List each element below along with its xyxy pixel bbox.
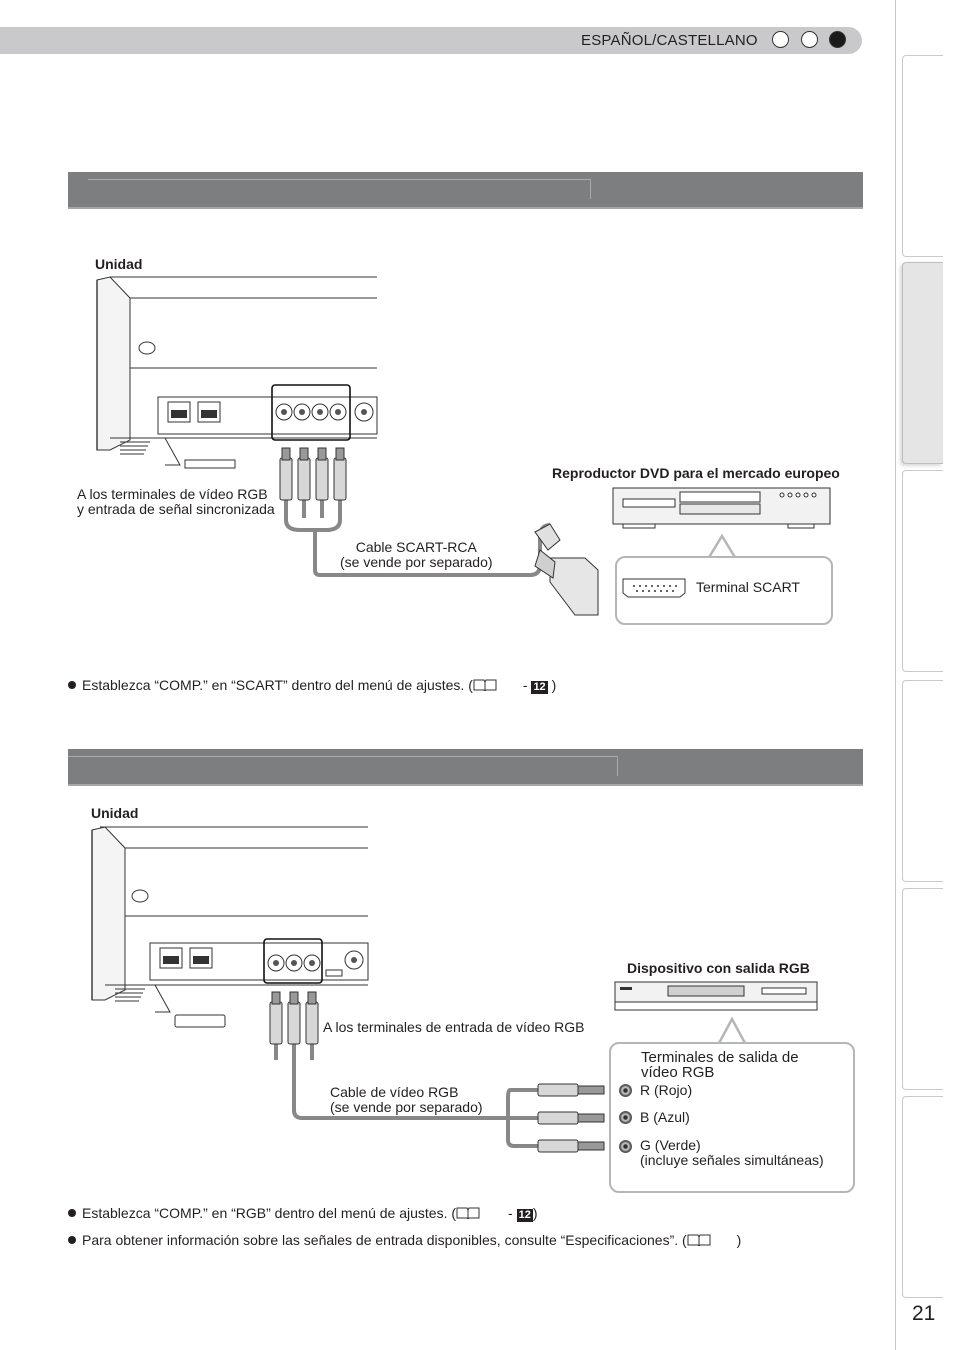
rgb-outputs-title: Terminales de salida de vídeo RGB [641, 1049, 799, 1081]
rgb-input-label: A los terminales de entrada de vídeo RGB [323, 1019, 585, 1035]
connection-diagram-rgb [91, 826, 605, 1153]
rgb-device-label: Dispositivo con salida RGB [627, 960, 810, 976]
note-close: ) [736, 1232, 742, 1248]
section-1-title-bar [68, 172, 863, 209]
page-ref-badge[interactable]: 12 [516, 1209, 533, 1222]
note-dash: - [508, 1205, 513, 1221]
callout-pointer-1 [706, 533, 738, 560]
rgb-device-illustration [614, 981, 818, 1011]
dvd-player-label: Reproductor DVD para el mercado europeo [552, 465, 840, 481]
rgb-jack-icon [619, 1111, 632, 1124]
rgb-outputs-callout [609, 1042, 855, 1193]
unit-label-2: Unidad [91, 805, 139, 821]
book-icon [687, 1234, 711, 1246]
rgb-setting-note: Establezca “COMP.” en “RGB” dentro del m… [68, 1205, 538, 1222]
language-label: ESPAÑOL/CASTELLANO [581, 32, 758, 49]
side-tab-1 [902, 55, 943, 257]
page-ref-badge[interactable]: 12 [531, 681, 548, 694]
note-text: Para obtener información sobre las señal… [82, 1232, 687, 1248]
side-tab-6 [902, 1096, 943, 1298]
bullet-icon [68, 1209, 76, 1217]
language-indicator-2 [801, 31, 818, 48]
rca-plug-icon [269, 991, 605, 1153]
side-tab-3 [902, 470, 943, 672]
scart-plug-icon [534, 523, 599, 616]
header-band [0, 27, 862, 54]
specs-note: Para obtener información sobre las señal… [68, 1232, 741, 1248]
note-close: ) [551, 677, 557, 693]
book-icon [456, 1207, 480, 1219]
side-tab-2-active [902, 262, 943, 464]
side-tab-4 [902, 680, 943, 882]
rgb-output-b: B (Azul) [640, 1109, 690, 1125]
language-indicator-3-active [829, 31, 846, 48]
scart-setting-note: Establezca “COMP.” en “SCART” dentro del… [68, 677, 556, 694]
bullet-icon [68, 1236, 76, 1244]
scart-terminal-icon [622, 578, 686, 598]
note-text: Establezca “COMP.” en “SCART” dentro del… [82, 677, 473, 693]
note-dash: - [522, 677, 528, 693]
section-2-title-bar [68, 749, 863, 786]
callout-pointer-2 [716, 1017, 748, 1046]
note-text: Establezca “COMP.” en “RGB” dentro del m… [82, 1205, 457, 1221]
bullet-icon [68, 681, 76, 689]
side-tab-5 [902, 888, 943, 1090]
rgb-output-r: R (Rojo) [640, 1082, 693, 1098]
scart-cable-label: Cable SCART-RCA (se vende por separado) [340, 539, 493, 570]
rgb-jack-icon [619, 1084, 632, 1097]
scart-terminal-label: Terminal SCART [696, 579, 800, 595]
page-number: 21 [912, 1302, 936, 1325]
connection-diagram-scart [96, 276, 831, 616]
rgb-jack-icon [619, 1140, 632, 1153]
rca-plug-icon [279, 447, 347, 501]
rgb-sync-label: A los terminales de vídeo RGB y entrada … [77, 486, 275, 517]
language-indicator-1 [772, 31, 789, 48]
rgb-cable-label: Cable de vídeo RGB (se vende por separad… [330, 1084, 483, 1115]
rgb-output-g: G (Verde) (incluye señales simultáneas) [640, 1137, 824, 1168]
book-icon [473, 679, 497, 691]
unit-label-1: Unidad [95, 256, 143, 272]
note-close: ) [532, 1205, 538, 1221]
